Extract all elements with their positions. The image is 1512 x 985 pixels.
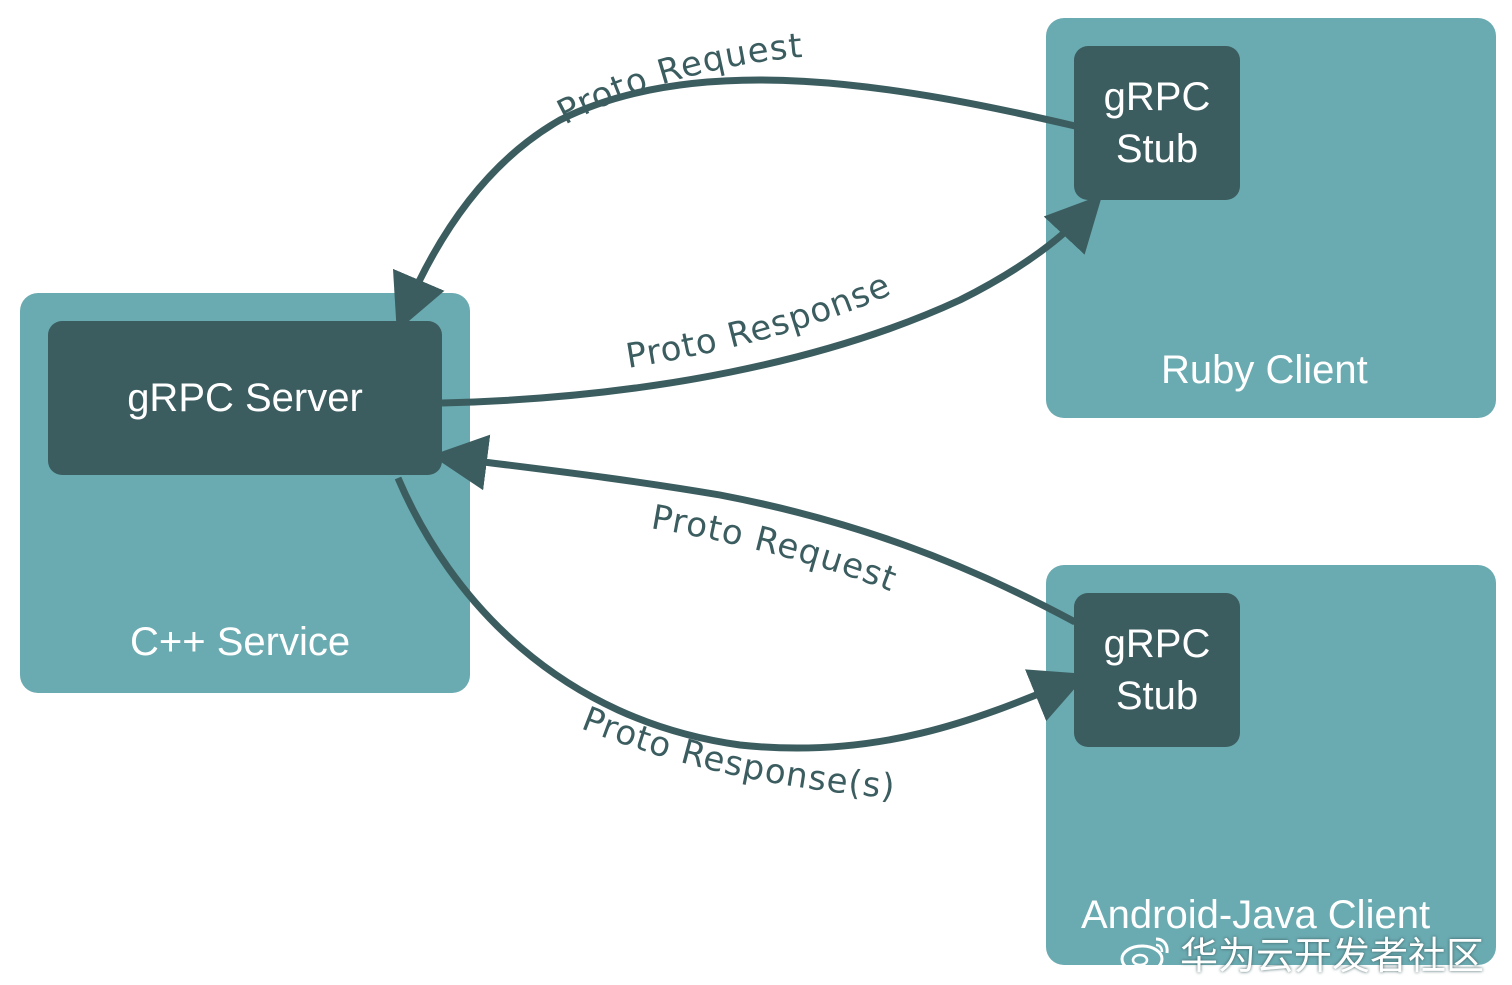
cpp-service-label: C++ Service xyxy=(130,620,351,664)
ruby-request-label: Proto Request xyxy=(551,26,805,133)
ruby-request-arrow xyxy=(392,76,1076,332)
weibo-icon xyxy=(1120,937,1169,973)
ruby-client-label: Ruby Client xyxy=(1161,348,1368,392)
grpc-server-label: gRPC Server xyxy=(127,375,363,420)
ruby-response-arrow xyxy=(441,194,1103,407)
android-java-client-panel: gRPC Stub Android-Java Client xyxy=(1046,565,1496,965)
ruby-client-panel: gRPC Stub Ruby Client xyxy=(1046,18,1496,418)
android-response-arrow xyxy=(394,476,1088,752)
ruby-response-label: Proto Response xyxy=(623,265,897,377)
ruby-stub-line2: Stub xyxy=(1115,127,1199,171)
watermark-text: 华为云开发者社区 xyxy=(1180,936,1485,978)
ruby-grpc-stub-box: gRPC Stub xyxy=(1074,46,1240,200)
grpc-server-box: gRPC Server xyxy=(48,321,442,475)
android-grpc-stub-box: gRPC Stub xyxy=(1074,593,1240,747)
android-request-label: Proto Request xyxy=(648,497,902,600)
android-response-label: Proto Response(s) xyxy=(577,699,897,807)
android-java-client-label: Android-Java Client xyxy=(1081,893,1431,937)
watermark: 华为云开发者社区 xyxy=(1120,925,1484,980)
ruby-stub-line1: gRPC xyxy=(1103,75,1211,119)
android-stub-line2: Stub xyxy=(1115,674,1199,718)
android-stub-line1: gRPC xyxy=(1103,622,1211,666)
cpp-service-panel: gRPC Server C++ Service xyxy=(20,293,470,693)
android-request-arrow xyxy=(431,434,1077,626)
